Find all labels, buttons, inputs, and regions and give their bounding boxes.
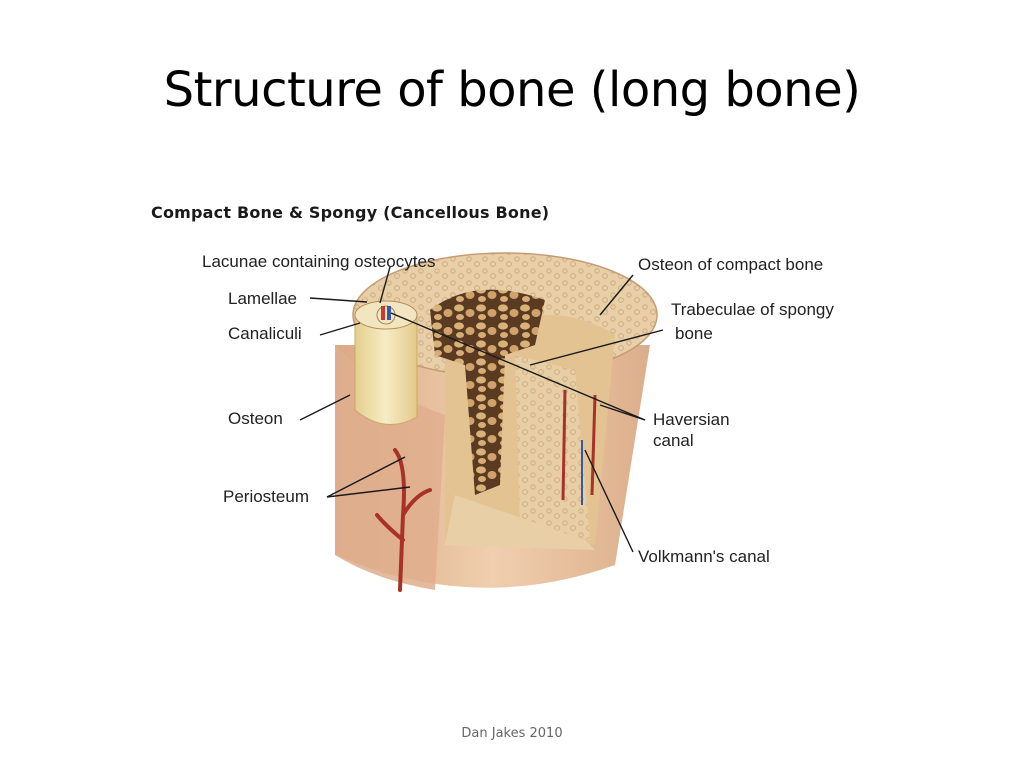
- label-haversian-line1: Haversian: [653, 410, 730, 429]
- compact-bone-lower-face: [445, 495, 595, 550]
- leader-lines: [299, 266, 664, 553]
- leader-osteon: [299, 394, 351, 421]
- label-trabeculae-line2: bone: [675, 324, 713, 343]
- bone-illustration: [299, 252, 664, 592]
- slide-footer: Dan Jakes 2010: [461, 726, 563, 741]
- haversian-canal-vessel-1: [561, 389, 567, 501]
- leader-trabeculae: [529, 329, 664, 366]
- leader-lamellae: [309, 297, 368, 303]
- label-osteon: Osteon: [228, 409, 283, 428]
- leader-volkmann: [584, 449, 634, 553]
- leader-haversian-2: [390, 312, 646, 421]
- diagram-heading: Compact Bone & Spongy (Cancellous Bone): [151, 203, 550, 222]
- label-volkmann: Volkmann's canal: [638, 547, 770, 566]
- leader-lacunae: [379, 266, 391, 304]
- label-lamellae: Lamellae: [228, 289, 297, 308]
- osteon-artery: [381, 306, 385, 320]
- periosteum-artery: [375, 448, 432, 592]
- label-periosteum: Periosteum: [223, 487, 309, 506]
- leader-periosteum-1: [326, 456, 406, 498]
- compact-bone-cut-face: [515, 355, 590, 540]
- haversian-canal-vessel-2: [590, 394, 597, 496]
- leader-canaliculi: [319, 322, 361, 336]
- leader-periosteum-2: [326, 486, 411, 498]
- label-osteon-compact: Osteon of compact bone: [638, 255, 824, 274]
- label-canaliculi: Canaliculi: [228, 324, 302, 343]
- osteon-top: [354, 300, 418, 330]
- label-haversian-line2: canal: [653, 431, 694, 450]
- osteon-cylinder: [354, 314, 418, 426]
- leader-osteon-compact: [599, 274, 634, 316]
- bone-diagram: Compact Bone & Spongy (Cancellous Bone) …: [145, 195, 875, 620]
- label-lacunae: Lacunae containing osteocytes: [202, 252, 436, 271]
- label-trabeculae-line1: Trabeculae of spongy: [671, 300, 834, 319]
- osteon-vein: [387, 306, 391, 320]
- slide-title: Structure of bone (long bone): [163, 62, 861, 118]
